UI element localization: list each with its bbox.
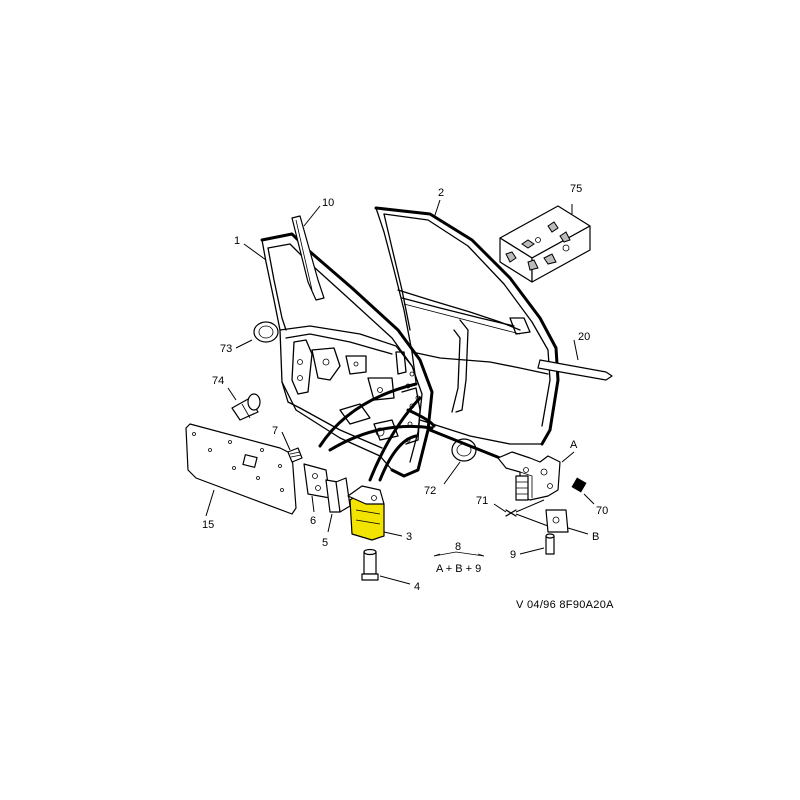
label-6: 6 <box>310 515 316 527</box>
bracket-5 <box>325 477 351 533</box>
label-73: 73 <box>220 343 232 355</box>
label-1: 1 <box>234 235 240 247</box>
trim-panel <box>185 423 297 517</box>
hinge-3 <box>347 485 403 541</box>
label-4: 4 <box>414 581 420 593</box>
glass-run-channel <box>291 215 325 301</box>
leader-lines <box>243 199 579 361</box>
label-8: 8 <box>455 541 461 553</box>
label-15: 15 <box>202 519 214 531</box>
assembly-arcs <box>318 382 502 482</box>
callout-labels: 1 2 10 75 20 73 74 7 A 72 71 70 6 15 3 B… <box>202 183 614 611</box>
label-2: 2 <box>438 187 444 199</box>
label-5: 5 <box>322 537 328 549</box>
label-71: 71 <box>476 495 488 507</box>
label-7: 7 <box>272 425 278 437</box>
label-75: 75 <box>570 183 582 195</box>
door-shell <box>260 232 434 478</box>
label-74: 74 <box>212 375 224 387</box>
label-9: 9 <box>510 549 516 561</box>
label-3: 3 <box>406 531 412 543</box>
label-70: 70 <box>596 505 608 517</box>
fastener-kit-box <box>499 204 591 283</box>
label-B: B <box>592 531 599 543</box>
label-10: 10 <box>322 197 334 209</box>
bolt-7 <box>281 431 303 463</box>
plate-6 <box>303 463 331 513</box>
lower-hinge-assembly <box>493 451 595 555</box>
drawing-reference: V 04/96 8F90A20A <box>516 599 614 611</box>
buffer-74 <box>227 387 261 421</box>
kit-formula: A + B + 9 <box>436 563 481 575</box>
hinge-pin-4 <box>361 548 411 585</box>
label-20: 20 <box>578 331 590 343</box>
label-72: 72 <box>424 485 436 497</box>
label-A: A <box>570 439 578 451</box>
plug-73 <box>235 321 279 349</box>
weatherstrip <box>537 359 613 381</box>
kit-8-bracket <box>433 551 485 557</box>
outer-door-panel <box>374 206 560 446</box>
